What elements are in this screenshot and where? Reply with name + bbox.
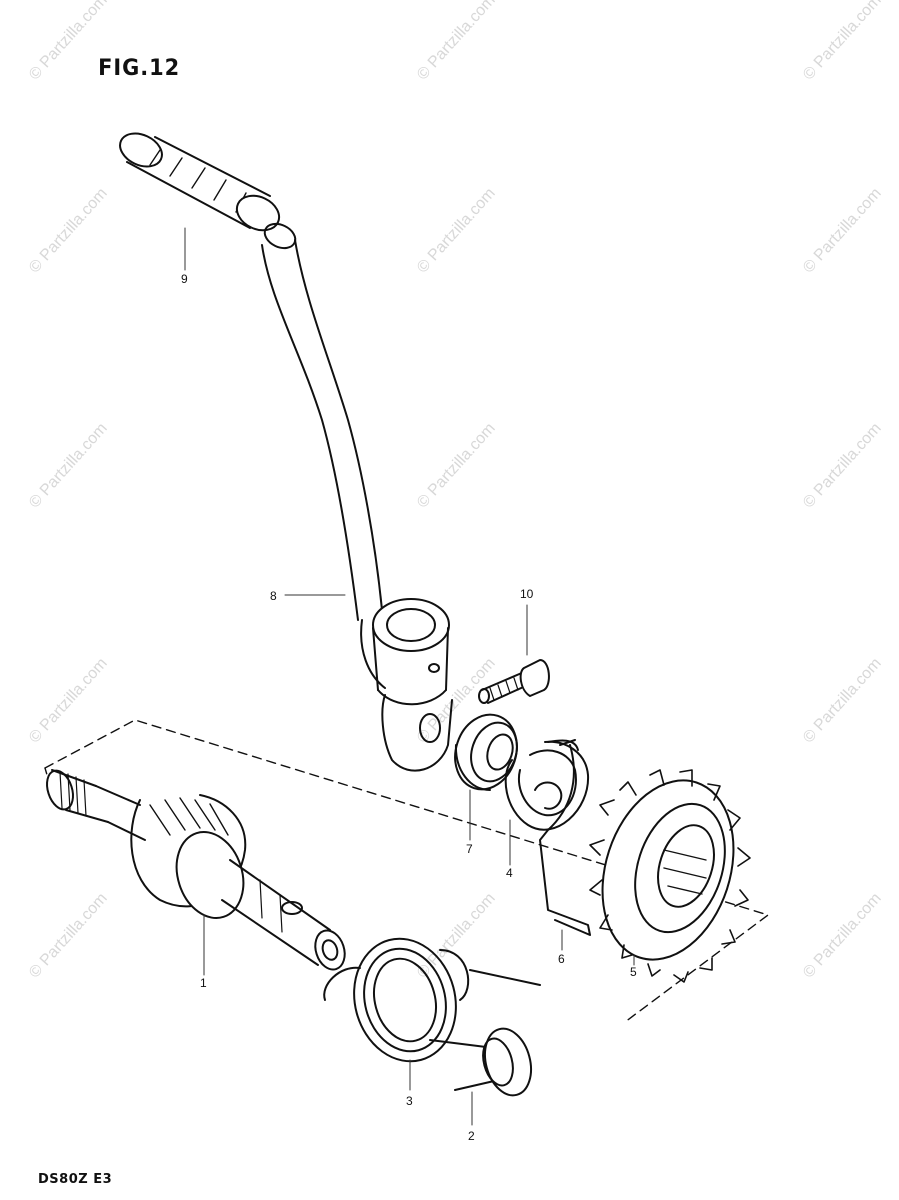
- lever-rubber-grip-icon: [119, 132, 297, 250]
- callout-label-6: 6: [558, 952, 565, 966]
- idler-gear-icon: [589, 769, 751, 983]
- model-code: DS80Z E3: [38, 1172, 113, 1187]
- kick-lever-icon: [261, 239, 453, 772]
- kick-starter-shaft-icon: [46, 769, 346, 971]
- spring-guide-sleeve-icon: [429, 969, 541, 1097]
- callout-label-5: 5: [630, 965, 637, 979]
- callout-label-1: 1: [200, 976, 207, 990]
- stopper-wire-icon: [539, 739, 591, 936]
- callout-label-4: 4: [506, 866, 513, 880]
- return-spring-icon: [323, 937, 470, 1063]
- ratchet-spring-icon: [504, 739, 590, 831]
- callout-label-10: 10: [520, 587, 534, 601]
- callout-label-3: 3: [406, 1094, 413, 1108]
- callout-label-8: 8: [270, 589, 277, 603]
- callout-label-2: 2: [468, 1129, 475, 1143]
- assembly-boundary: [44, 719, 769, 1023]
- figure-title: FIG.12: [98, 56, 181, 81]
- callout-label-7: 7: [466, 842, 473, 856]
- oil-seal-icon: [454, 713, 518, 791]
- callout-label-9: 9: [181, 272, 188, 286]
- bolt-icon: [478, 659, 550, 704]
